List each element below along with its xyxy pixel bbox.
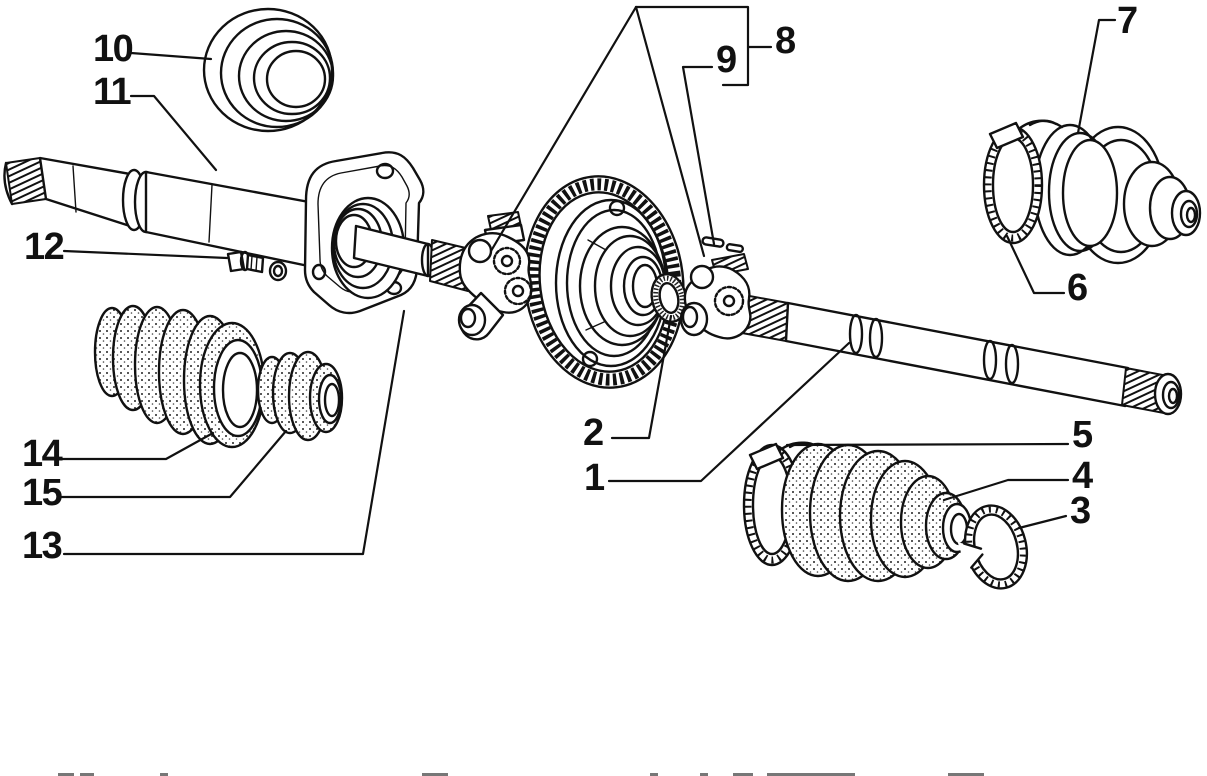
gear-bolt-hole — [581, 350, 599, 368]
tripod-joint-right — [679, 236, 752, 340]
callout-7: 7 — [1076, 0, 1139, 135]
callout-number: 15 — [22, 472, 63, 514]
callout-11: 11 — [93, 71, 218, 172]
bolt-part-12 — [226, 250, 288, 282]
callout-number: 12 — [24, 226, 64, 268]
leader-line — [62, 249, 229, 260]
drive-shaft-part-1 — [741, 294, 1183, 416]
cropped-text-fragment — [58, 773, 74, 776]
nut — [268, 260, 288, 282]
cropped-text-fragment — [650, 773, 658, 776]
callout-number: 9 — [716, 39, 736, 81]
tripod-joint-left — [457, 211, 533, 341]
flange-bolt-hole — [375, 162, 395, 180]
callout-number: 4 — [1072, 455, 1093, 497]
bearing-cup-part-10 — [202, 7, 335, 133]
callout-number: 6 — [1067, 267, 1087, 309]
callout-number: 14 — [22, 433, 63, 475]
boot-clamp-part-6 — [982, 119, 1064, 245]
callout-number: 3 — [1070, 490, 1090, 532]
leader-line — [129, 94, 218, 172]
leader-line — [129, 51, 213, 61]
callout-8: 8 — [489, 5, 797, 258]
cropped-text-fragment — [160, 773, 168, 776]
callout-number: 2 — [583, 412, 603, 454]
boot-kit — [742, 441, 1029, 590]
leader-line — [1005, 234, 1066, 295]
callout-4: 4 — [942, 455, 1095, 502]
small-boot-part-15 — [256, 350, 344, 442]
callout-3: 3 — [1017, 490, 1092, 532]
callout-1: 1 — [584, 341, 851, 499]
callout-number: 7 — [1117, 0, 1137, 42]
cropped-text-fragment — [422, 773, 448, 776]
callout-number: 1 — [584, 457, 605, 499]
callout-2: 2 — [583, 314, 673, 454]
cv-boot-large — [780, 442, 973, 583]
callout-number: 8 — [775, 20, 795, 62]
cropped-text-fragment — [80, 773, 94, 776]
callout-6: 6 — [1005, 234, 1089, 309]
spline-bore — [492, 246, 522, 276]
leader-line — [634, 5, 750, 87]
callout-10: 10 — [93, 28, 213, 70]
leader-line — [610, 314, 673, 440]
leader-line — [60, 429, 288, 499]
cropped-text-fragment — [767, 773, 855, 776]
callout-14: 14 — [22, 431, 215, 475]
clamp-buckle — [988, 121, 1025, 150]
leader-line — [1017, 514, 1068, 530]
shaft-support-flange — [303, 151, 471, 315]
cropped-text-fragment — [700, 773, 708, 776]
snap-ring-part-3 — [957, 504, 1029, 590]
leader-line — [634, 5, 706, 258]
callout-13: 13 — [22, 309, 406, 567]
cropped-text-fragment — [733, 773, 753, 776]
leader-line — [489, 5, 638, 253]
callout-number: 13 — [22, 525, 62, 567]
callout-12: 12 — [24, 226, 229, 268]
seal-ring-part-2 — [650, 273, 688, 323]
flange-bolt-hole — [311, 263, 327, 281]
callout-number: 5 — [1072, 414, 1093, 456]
callout-number: 10 — [93, 28, 133, 70]
leader-line — [942, 478, 1070, 502]
leader-line — [60, 431, 215, 461]
leader-line — [1076, 18, 1117, 135]
callout-15: 15 — [22, 429, 288, 514]
leader-line — [681, 65, 716, 246]
bellows-boot-part-14 — [93, 304, 266, 449]
callout-9: 9 — [681, 39, 738, 246]
cv-joint-part-7 — [982, 119, 1202, 265]
leader-line — [607, 341, 851, 483]
cropped-text-fragment — [948, 773, 984, 776]
clamp-buckle — [748, 442, 785, 471]
callout-5: 5 — [785, 414, 1095, 456]
callout-number: 11 — [93, 71, 132, 113]
retaining-pins-part-9 — [701, 236, 744, 254]
spline-bore — [503, 276, 533, 306]
leader-line — [785, 442, 1070, 447]
spline-bore — [713, 285, 745, 317]
leader-line — [62, 309, 406, 556]
gear-bolt-hole — [608, 199, 626, 217]
